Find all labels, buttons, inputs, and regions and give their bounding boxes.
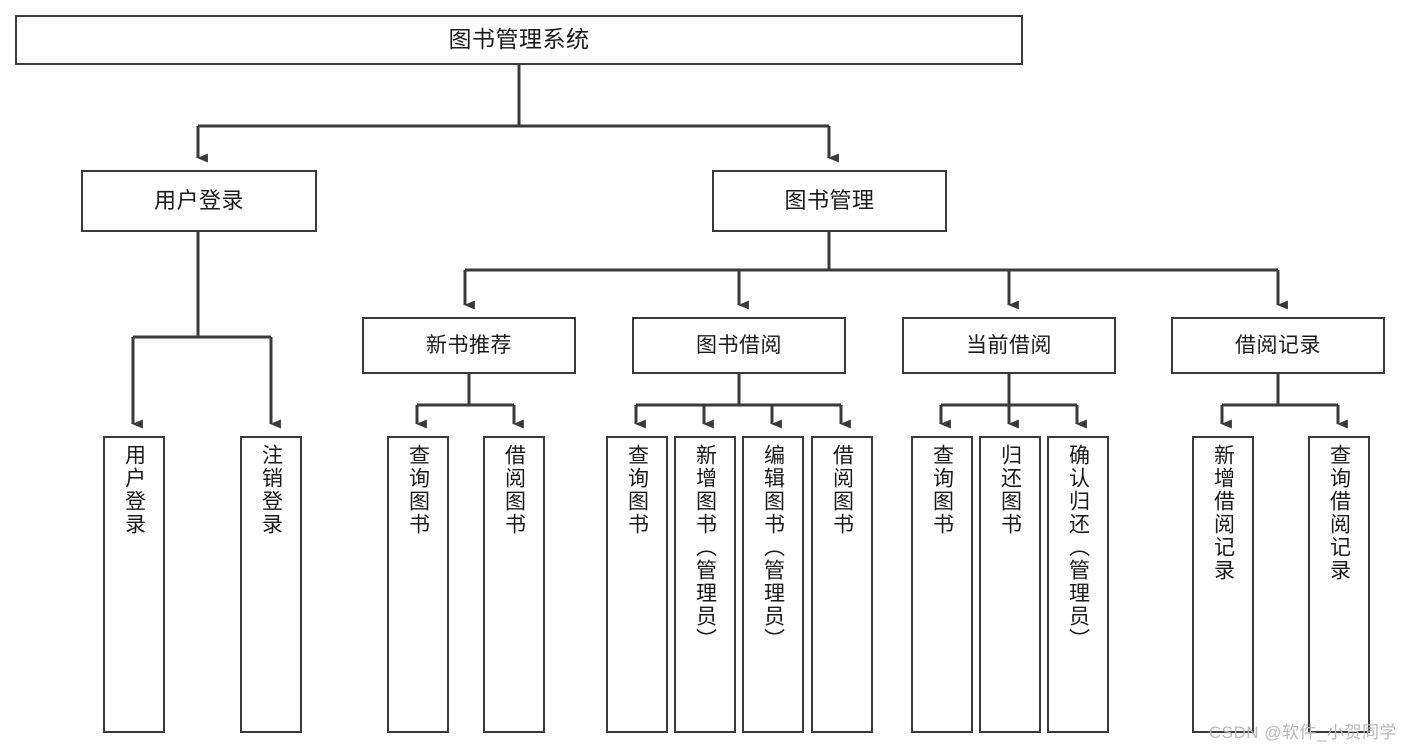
leaf-user-login-logout[interactable]: 注销登录 (240, 436, 302, 733)
node-book-borrow[interactable]: 图书借阅 (632, 317, 846, 374)
leaf-new-book-borrow-book[interactable]: 借阅图书 (483, 436, 545, 733)
node-label: 查询图书 (406, 444, 430, 536)
node-borrow-record[interactable]: 借阅记录 (1171, 317, 1385, 374)
node-label: 查询图书 (930, 444, 954, 536)
node-label: 借阅记录 (1235, 333, 1321, 357)
node-label: 借阅图书 (830, 444, 854, 536)
node-label: 图书管理系统 (448, 26, 590, 53)
leaf-borrow-record-query-record[interactable]: 查询借阅记录 (1308, 436, 1370, 733)
node-label: 归还图书 (998, 444, 1022, 536)
leaf-book-borrow-edit-book-admin[interactable]: 编辑图书（管理员） (742, 436, 804, 733)
node-label: 用户登录 (153, 187, 244, 213)
node-label: 注销登录 (259, 444, 283, 536)
node-current-borrow[interactable]: 当前借阅 (902, 317, 1116, 374)
node-label: 图书管理 (784, 187, 875, 213)
leaf-current-borrow-query-book[interactable]: 查询图书 (911, 436, 973, 733)
leaf-new-book-query-book[interactable]: 查询图书 (387, 436, 449, 733)
node-label: 用户登录 (122, 444, 146, 536)
leaf-book-borrow-borrow-book[interactable]: 借阅图书 (811, 436, 873, 733)
node-book-management[interactable]: 图书管理 (712, 170, 947, 232)
node-user-login[interactable]: 用户登录 (81, 170, 317, 232)
leaf-borrow-record-add-record[interactable]: 新增借阅记录 (1192, 436, 1254, 733)
node-new-book-recommend[interactable]: 新书推荐 (362, 317, 576, 374)
node-label: 新增借阅记录 (1211, 444, 1235, 582)
leaf-user-login-login[interactable]: 用户登录 (103, 436, 165, 733)
node-label: 借阅图书 (502, 444, 526, 536)
leaf-book-borrow-add-book-admin[interactable]: 新增图书（管理员） (674, 436, 736, 733)
leaf-current-borrow-return-book[interactable]: 归还图书 (979, 436, 1041, 733)
node-label: 新增图书（管理员） (693, 444, 717, 651)
leaf-book-borrow-query-book[interactable]: 查询图书 (606, 436, 668, 733)
node-label: 查询借阅记录 (1327, 444, 1351, 582)
leaf-current-borrow-confirm-return-admin[interactable]: 确认归还（管理员） (1047, 436, 1109, 733)
node-label: 图书借阅 (696, 333, 782, 357)
node-label: 新书推荐 (426, 333, 512, 357)
node-label: 当前借阅 (966, 333, 1052, 357)
node-root-book-management-system[interactable]: 图书管理系统 (15, 15, 1023, 65)
node-label: 编辑图书（管理员） (761, 444, 785, 651)
node-label: 查询图书 (625, 444, 649, 536)
node-label: 确认归还（管理员） (1066, 444, 1090, 651)
